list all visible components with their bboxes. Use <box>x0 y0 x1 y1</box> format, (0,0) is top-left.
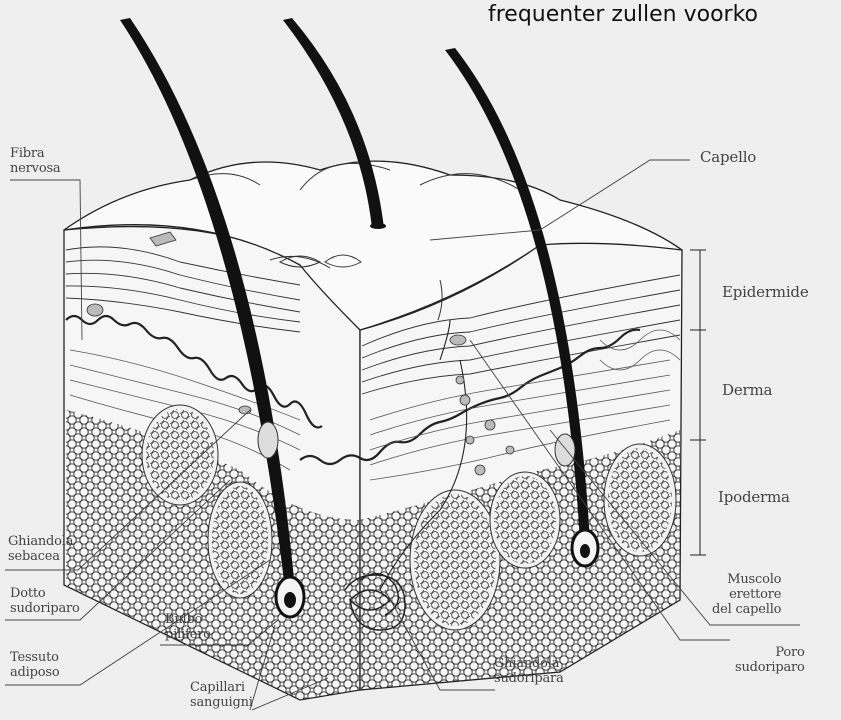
label-fibra-nervosa: Fibra nervosa <box>10 146 60 176</box>
label-derma: Derma <box>722 383 772 398</box>
layer-bracket <box>690 250 706 555</box>
label-ghiandola-sebacea: Ghiandola sebacea <box>8 534 73 564</box>
label-ipoderma: Ipoderma <box>718 490 790 505</box>
label-capello: Capello <box>700 150 756 165</box>
label-poro-sudoriparo: Poro sudoriparo <box>735 645 805 675</box>
label-bulbo-pilifero: Bulbo pilifero <box>165 612 211 642</box>
label-ghiandola-sudoripara: Ghiandola sudoripara <box>494 656 564 686</box>
label-epidermide: Epidermide <box>722 285 809 300</box>
label-tessuto-adiposo: Tessuto adiposo <box>10 650 59 680</box>
label-capillari-sanguigni: Capillari sanguigni <box>190 680 253 710</box>
label-dotto-sudoriparo: Dotto sudoriparo <box>10 586 80 616</box>
page-caption: frequenter zullen voorko <box>488 0 758 30</box>
label-muscolo-erettore: Muscolo erettore del capello <box>712 572 781 617</box>
